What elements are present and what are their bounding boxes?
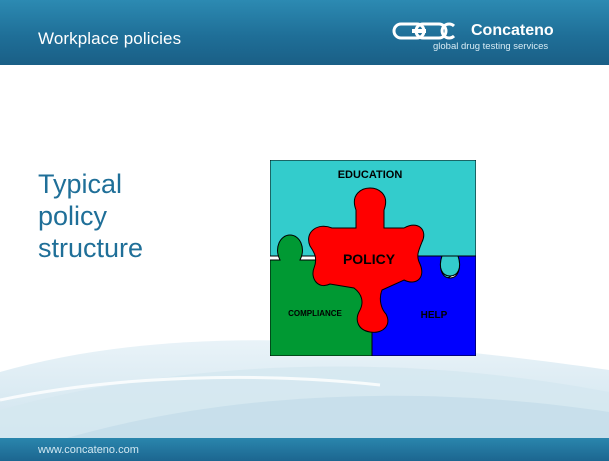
- header-title: Workplace policies: [38, 29, 182, 48]
- policy-piece: [308, 187, 425, 333]
- logo-name: Concateno: [471, 22, 554, 39]
- education-label: EDUCATION: [338, 169, 403, 181]
- heading-line-2: policy: [38, 201, 108, 231]
- chain-links-icon: [392, 22, 456, 40]
- compliance-label: COMPLIANCE: [288, 309, 342, 318]
- help-label: HELP: [421, 310, 448, 321]
- policy-puzzle-diagram: EDUCATION POLICY COMPLIANCE HELP: [270, 160, 476, 356]
- logo-tagline: global drug testing services: [433, 41, 549, 52]
- policy-label: POLICY: [343, 251, 396, 267]
- header-bar: Workplace policies Concateno global drug…: [0, 0, 609, 65]
- footer-url[interactable]: www.concateno.com: [38, 444, 139, 456]
- heading-line-1: Typical: [38, 169, 123, 199]
- slide-heading: Typical policy structure: [38, 168, 143, 264]
- footer-bar: www.concateno.com: [0, 438, 609, 461]
- education-knob: [439, 255, 461, 277]
- concateno-logo: Concateno global drug testing services: [392, 20, 582, 60]
- heading-line-3: structure: [38, 233, 144, 263]
